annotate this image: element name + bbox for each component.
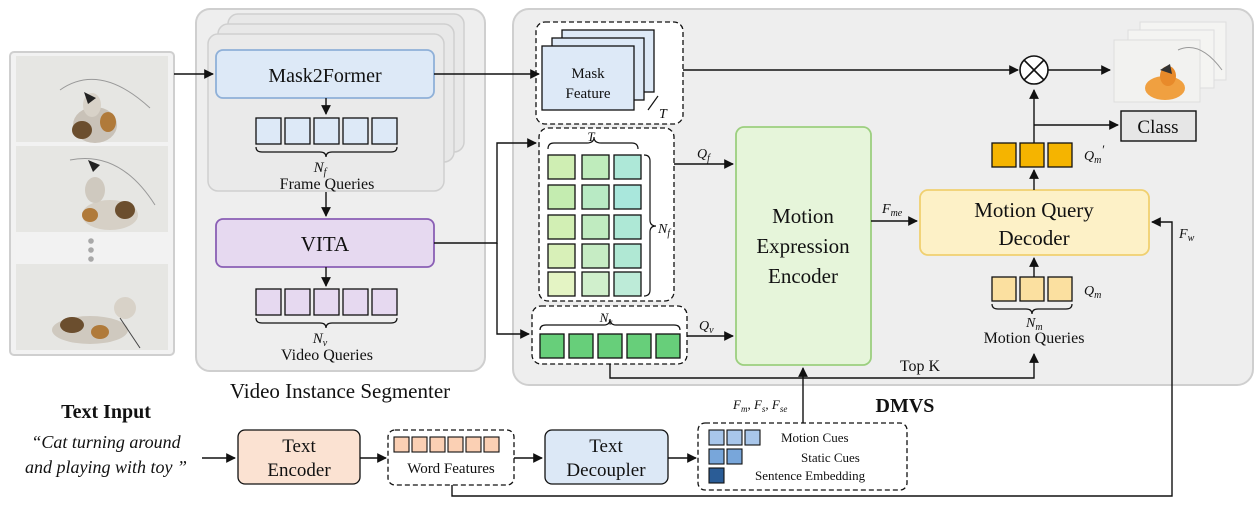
video-queries-label: Video Queries — [281, 347, 373, 364]
video-frame-1 — [16, 56, 168, 143]
motion-expression-encoder-box: Motion Expression Encoder — [735, 126, 872, 366]
word-features-group: Word Features — [387, 429, 515, 486]
vita-label: VITA — [301, 232, 350, 256]
svg-text:Text: Text — [589, 436, 623, 457]
frame-query-cells — [255, 117, 398, 158]
output-mask-frames — [1113, 21, 1227, 103]
svg-text:Decoder: Decoder — [998, 226, 1069, 250]
multiply-icon — [1019, 55, 1049, 85]
frame-queries-label: Frame Queries — [280, 176, 375, 193]
svg-text:Encoder: Encoder — [768, 264, 838, 288]
sentence-embedding-label: Sentence Embedding — [755, 468, 866, 483]
mask-feature-group: Mask Feature T — [535, 21, 684, 125]
mask-feature-line2: Feature — [566, 86, 611, 102]
svg-text:Motion: Motion — [772, 204, 834, 228]
svg-text:Decoupler: Decoupler — [566, 460, 646, 481]
nm-label: Nm — [1025, 316, 1043, 333]
svg-text:Encoder: Encoder — [267, 460, 331, 481]
svg-text:Text: Text — [282, 436, 316, 457]
qm-label: Qm — [1084, 284, 1101, 301]
frame-queries-count: Nf — [313, 160, 328, 178]
topk-label: Top K — [900, 358, 941, 375]
fme-label: Fme — [881, 202, 903, 219]
text-cues-group: Motion Cues Static Cues Sentence Embeddi… — [697, 422, 908, 491]
motion-query-decoder-box: Motion Query Decoder — [919, 189, 1150, 256]
text-encoder-box: Text Encoder — [237, 429, 361, 485]
text-input-quote-line1: “Cat turning around — [31, 432, 181, 452]
video-frame-2 — [16, 146, 168, 232]
qm-prime-label: Qm′ — [1084, 142, 1104, 166]
video-query-row: Nv — [531, 305, 688, 365]
mask-feature-line1: Mask — [571, 66, 605, 82]
segmenter-title: Video Instance Segmenter — [230, 379, 450, 403]
input-frames-panel — [9, 51, 175, 356]
nv-label: Nv — [599, 310, 613, 327]
svg-text:Expression: Expression — [756, 234, 850, 258]
input-motion-queries — [991, 276, 1073, 315]
fw-label: Fw — [1178, 227, 1195, 244]
vita-box: VITA — [215, 218, 435, 268]
static-cues-label: Static Cues — [801, 450, 860, 465]
video-query-cells — [255, 288, 398, 329]
dmvs-title: DMVS — [876, 395, 935, 417]
text-input-quote-line2: and playing with toy ” — [25, 457, 187, 477]
motion-cues-label: Motion Cues — [781, 430, 849, 445]
class-output-box: Class — [1120, 110, 1197, 142]
frame-query-grid: T Nf — [538, 127, 675, 302]
motion-queries-label: Motion Queries — [984, 330, 1085, 347]
word-features-label: Word Features — [407, 461, 495, 477]
ellipsis-dots — [88, 238, 94, 262]
grid-t-label: T — [587, 129, 595, 144]
video-queries-count: Nv — [312, 331, 328, 349]
mask2former-label: Mask2Former — [268, 65, 382, 87]
mask2former-box: Mask2Former — [215, 49, 435, 99]
f-labels: Fm, Fs, Fse — [732, 397, 787, 414]
video-frame-3 — [16, 264, 168, 350]
mask-feature-t: T — [659, 107, 668, 122]
grid-nf-label: Nf — [657, 222, 671, 239]
qf-label: Qf — [697, 147, 711, 164]
svg-text:Class: Class — [1137, 117, 1178, 138]
output-motion-queries — [991, 142, 1073, 168]
qv-label: Qv — [699, 319, 714, 336]
svg-text:Motion Query: Motion Query — [974, 198, 1094, 222]
text-decoupler-box: Text Decoupler — [544, 429, 669, 485]
text-input-title: Text Input — [61, 401, 151, 423]
